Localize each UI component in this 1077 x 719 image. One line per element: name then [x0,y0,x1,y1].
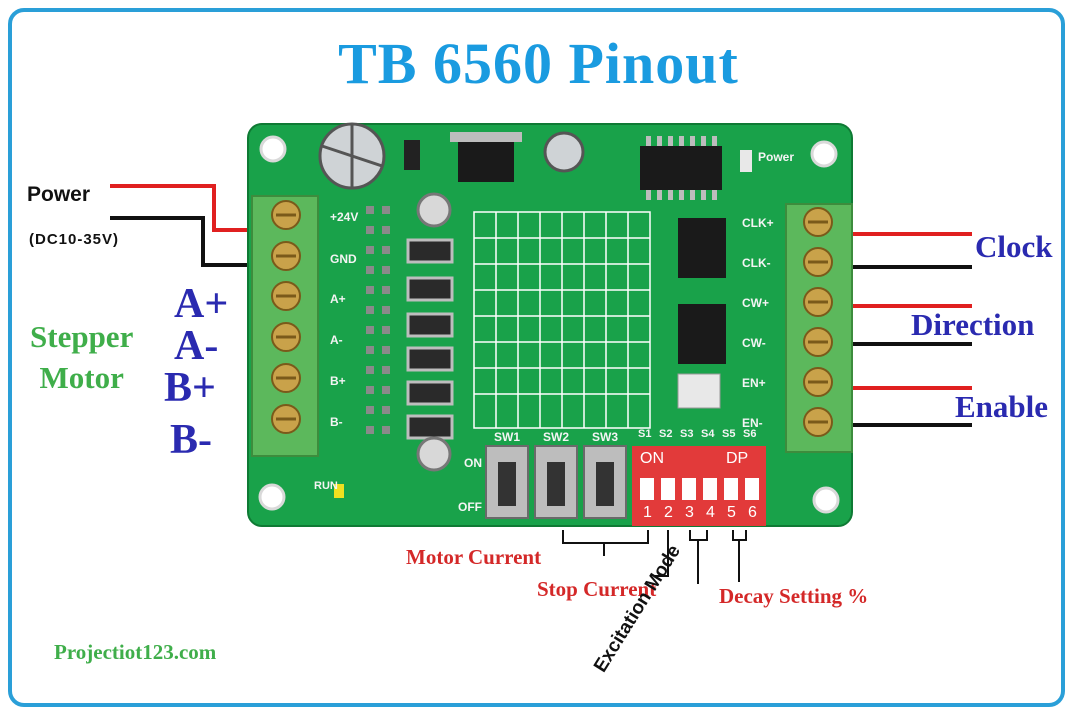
power-wire-black [110,216,250,267]
dip-switch-body [632,446,766,526]
dip-top-s2: S2 [659,428,673,440]
dip-num-1: 1 [643,504,652,521]
clock-label: Clock [975,229,1053,264]
switch-label-sw2: SW2 [543,430,570,444]
stop-current-label: Stop Current [537,577,657,601]
pin-label-en-plus: EN+ [742,376,766,390]
optocoupler-3 [677,373,721,409]
coil-a-plus-label: A+ [174,281,229,327]
voltage-regulator [458,140,514,182]
power-wire-red [110,184,250,232]
decay-bracket [732,530,747,541]
dip-top-s6: S6 [743,428,757,440]
pin-label-b-minus: B- [330,415,343,429]
mount-hole-tl [259,135,287,163]
board-run-label: RUN [314,480,338,492]
slide-switches [485,445,627,519]
dip-top-s4: S4 [701,428,715,440]
pin-label-clk-plus: CLK+ [742,216,774,230]
heatsink-screw-bottom [416,436,452,472]
power-label: Power [27,183,91,206]
pin-label-cw-minus: CW- [742,336,766,350]
dip-on-label: ON [640,450,664,467]
mount-hole-br [812,486,840,514]
heatsink-screw-top [416,192,452,228]
dip-top-s5: S5 [722,428,736,440]
mount-hole-tr [810,140,838,168]
switch-on-label: ON [464,456,482,470]
motor-current-bracket [562,530,649,544]
stepper-motor-line1: Stepper [30,319,134,354]
coil-b-minus-label: B- [170,417,212,463]
switch-off-label: OFF [458,500,482,514]
run-led [334,484,344,498]
dip-num-3: 3 [685,504,694,521]
enable-label: Enable [955,389,1049,424]
dip-num-4: 4 [706,504,715,521]
board-power-label: Power [758,150,795,164]
coil-b-plus-label: B+ [164,365,216,411]
stop-current-bracket [654,530,669,577]
pin-label-a-minus: A- [330,333,343,347]
dip-num-5: 5 [727,504,736,521]
direction-label: Direction [911,307,1035,342]
pin-label-gnd: GND [330,252,357,266]
excitation-bracket [689,530,708,541]
motor-current-label: Motor Current [406,545,542,569]
pin-label-b-plus: B+ [330,374,346,388]
optocoupler-1 [678,218,726,278]
settings-table [473,211,651,429]
coil-a-minus-label: A- [174,323,219,369]
optocoupler-2 [678,304,726,364]
page-title: TB 6560 Pinout [338,31,739,96]
dip-top-s3: S3 [680,428,694,440]
mount-hole-bl [258,483,286,511]
power-range-label: (DC10-35V) [29,231,120,248]
switch-label-sw1: SW1 [494,430,521,444]
website-label: Projectiot123.com [54,640,217,664]
switch-label-sw3: SW3 [592,430,619,444]
pin-label-clk-minus: CLK- [742,256,771,270]
stepper-motor-label: Stepper Motor [30,316,133,398]
pin-label-a-plus: A+ [330,292,346,306]
pin-label-24v: +24V [330,210,359,224]
dip-num-6: 6 [748,504,757,521]
decay-setting-label: Decay Setting % [719,584,869,608]
dip-num-2: 2 [664,504,673,521]
sense-resistors [406,238,454,440]
pin-label-en-minus: EN- [742,416,763,430]
capacitor-small [543,131,585,173]
optocoupler-array [640,146,722,190]
pin-label-cw-plus: CW+ [742,296,769,310]
dip-dp-label: DP [726,450,749,467]
dip-top-s1: S1 [638,428,652,440]
stepper-motor-line2: Motor [39,360,124,395]
